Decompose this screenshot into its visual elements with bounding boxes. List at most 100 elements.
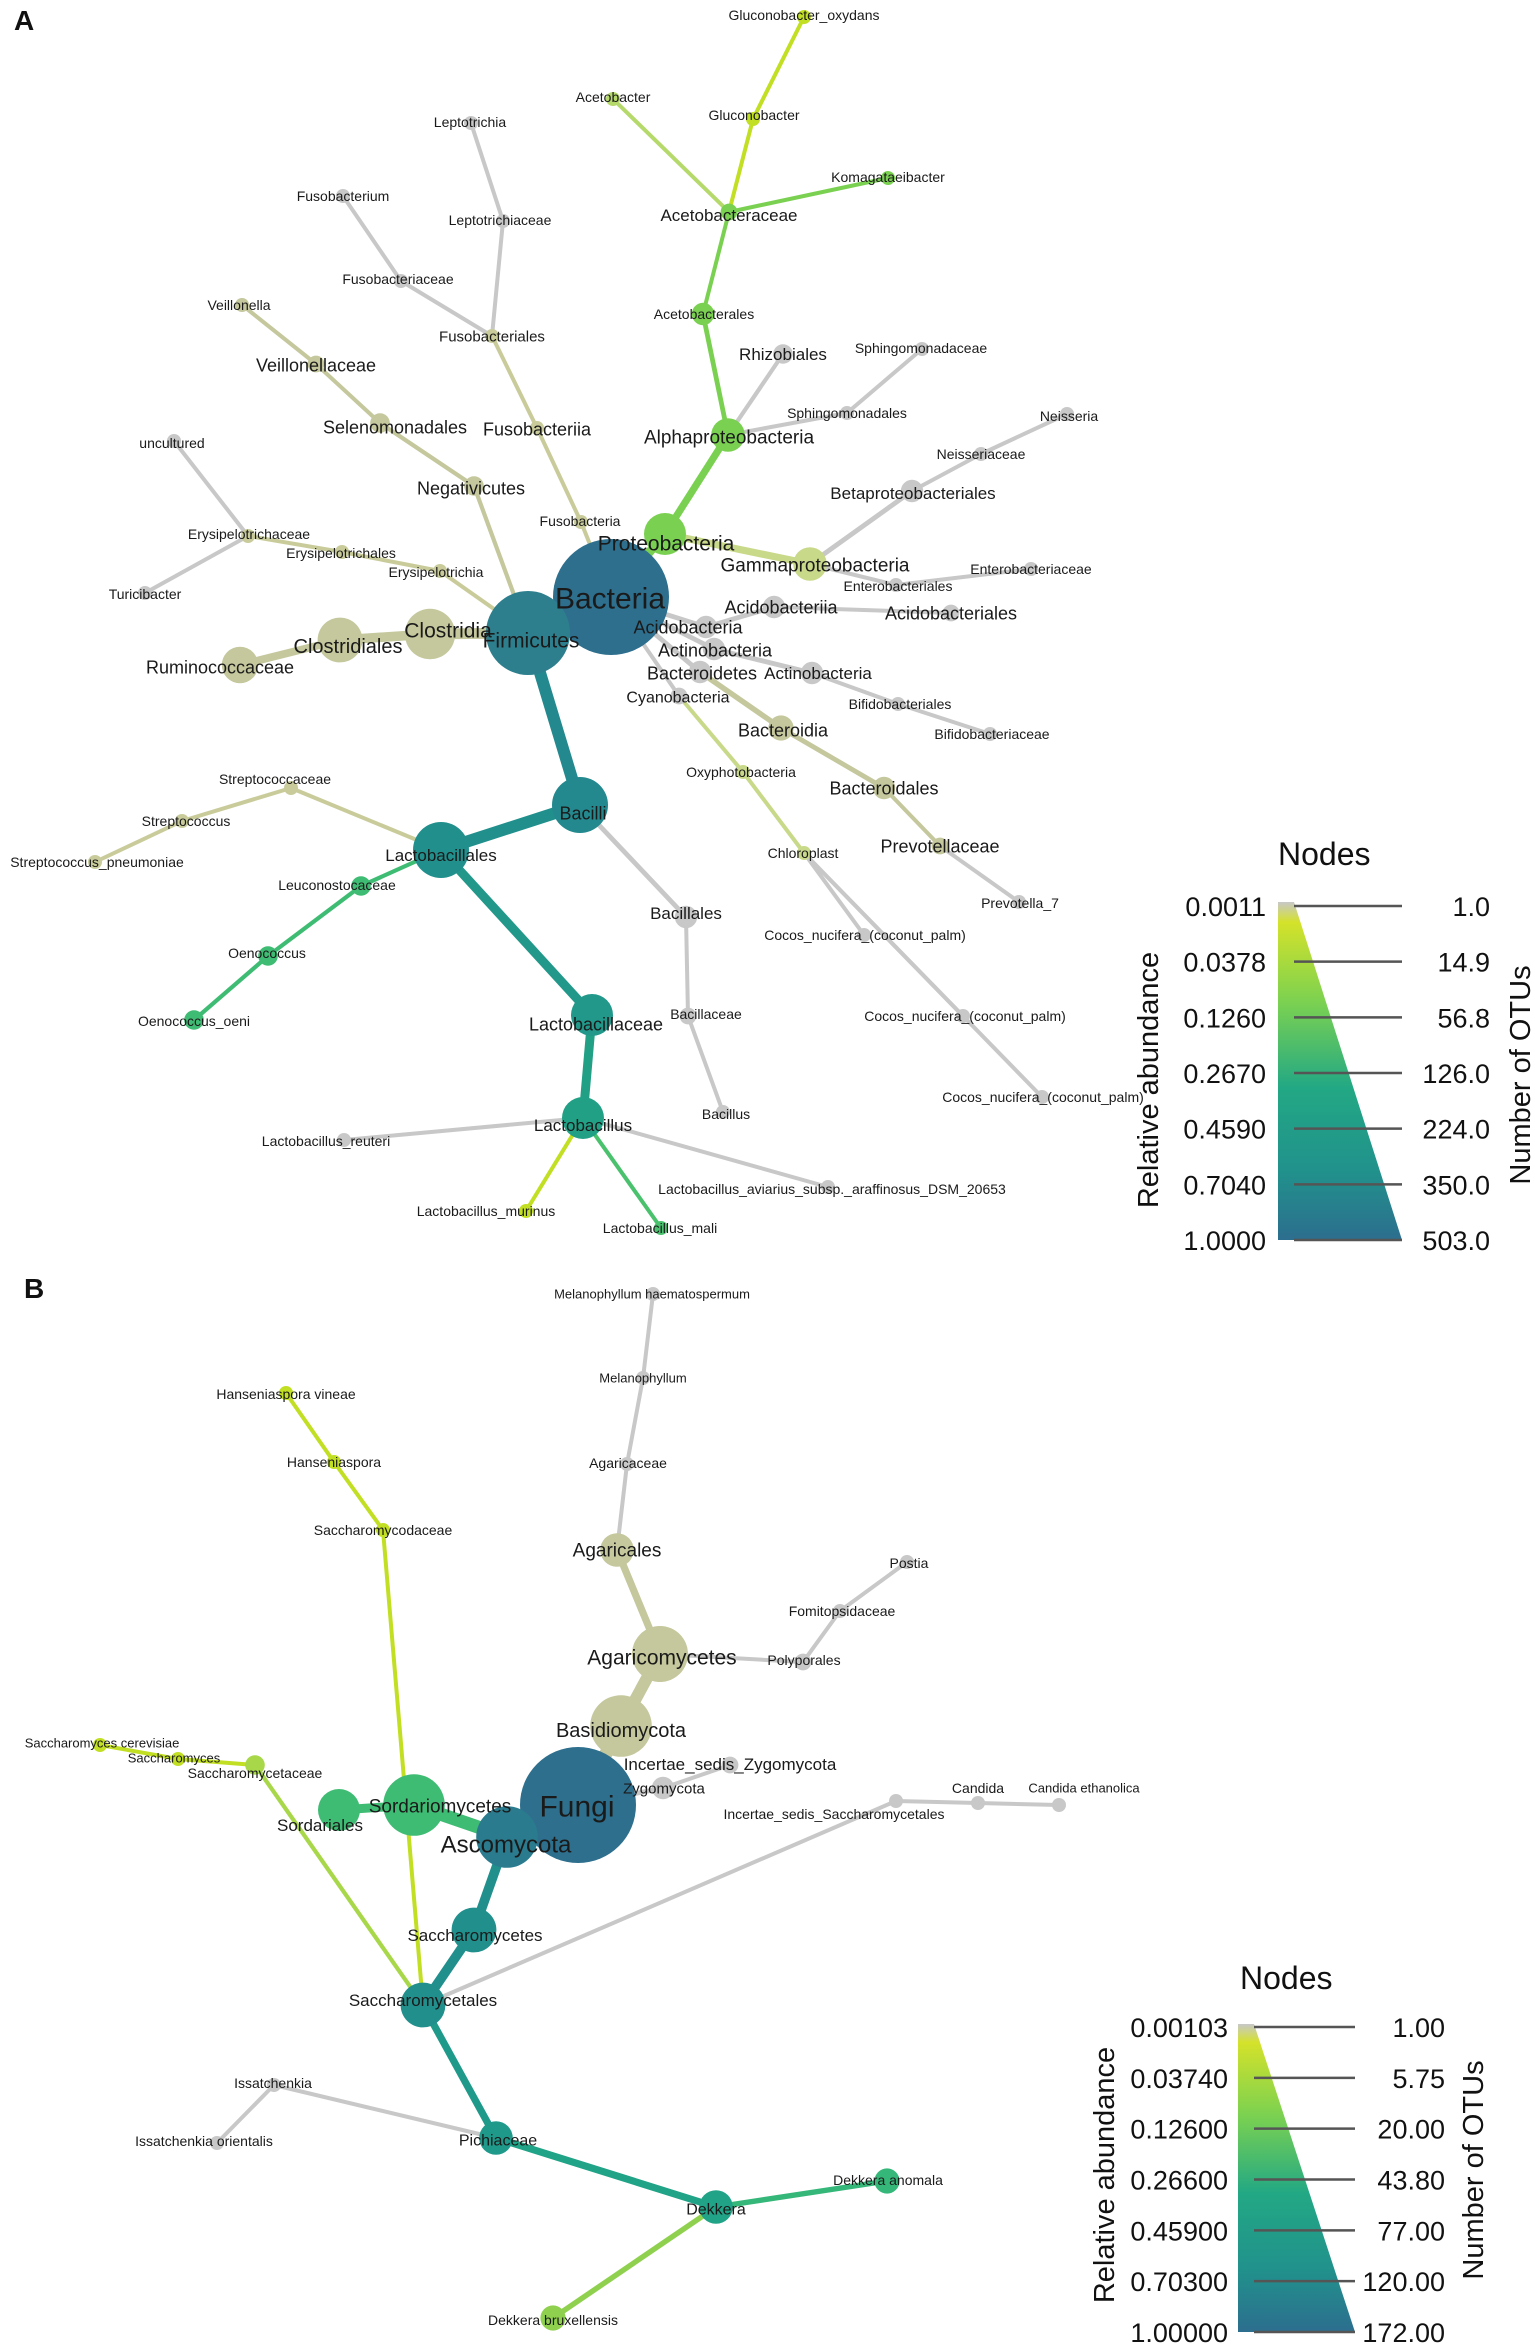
a-node-fusobacteriaceae [394, 274, 408, 288]
a-node-leptotrichiaceae [496, 214, 510, 228]
a-edge-erysipelotrichaceae-turicibacter [143, 534, 250, 595]
a-label-acetobacteraceae: Acetobacteraceae [660, 206, 797, 225]
a-label-s_pneumoniae: Streptococcus_pneumoniae [10, 854, 184, 870]
a-label-fusobacteriia: Fusobacteriia [483, 419, 592, 439]
a-label-acidobacteria: Acidobacteria [633, 617, 743, 637]
a-node-cocos1 [857, 928, 871, 942]
b-label-m_haematospermum: Melanophyllum haematospermum [554, 1287, 750, 1302]
a-node-bacillus [716, 1105, 730, 1119]
b-edge-zygomycota-incertae_zygo [661, 1763, 732, 1790]
a-label-gammaproteobacteria: Gammaproteobacteria [720, 556, 909, 577]
a-node-neisseria [1060, 407, 1074, 421]
a-node-cocos2 [956, 1009, 970, 1023]
b-edge-saccharomycetales-saccharomycetaceae [252, 1762, 426, 2008]
a-edge-prevotellaceae-prevotella_7 [938, 844, 1021, 904]
a-node-alphaproteobacteria [711, 418, 745, 452]
a-edge-neisseriaceae-neisseria [979, 412, 1069, 456]
b-label-zygomycota: Zygomycota [623, 1780, 705, 1797]
a-node-lactobacillus [562, 1097, 604, 1139]
a-label-actinobacteria: Actinobacteria [658, 640, 773, 660]
b-node-d_bruxellensis [540, 2305, 566, 2331]
a-node-betaproteobacteriales [900, 479, 924, 503]
legend-a-abundance-tick: 0.0011 [1185, 892, 1266, 922]
legend-a-otu-tick: 503.0 [1422, 1226, 1490, 1256]
a-label-negativicutes: Negativicutes [417, 478, 525, 498]
a-node-streptococcus [175, 814, 189, 828]
b-node-fungi [520, 1747, 636, 1863]
a-edge-bacillales-bacillaceae [684, 915, 690, 1018]
a-label-lactobacillales: Lactobacillales [385, 846, 497, 865]
a-label-clostridia: Clostridia [404, 619, 492, 642]
a-label-bifidobacteriaceae: Bifidobacteriaceae [934, 726, 1049, 742]
b-edge-hanseniaspora-h_vineae [284, 1391, 336, 1464]
legend-a-abundance-tick: 1.0000 [1183, 1226, 1266, 1256]
b-node-pichiaceae [479, 2121, 513, 2155]
b-node-sordariales [318, 1789, 360, 1831]
a-edge-chloroplast-cocos1 [802, 851, 866, 937]
b-label-incertae_sacch: Incertae_sedis_Saccharomycetales [723, 1806, 944, 1822]
a-label-neisseriaceae: Neisseriaceae [937, 446, 1026, 462]
a-edge-erysipelotrichia-erysipelotrichales [340, 550, 442, 573]
a-label-prevotellaceae: Prevotellaceae [880, 836, 999, 856]
a-edge-fusobacteriia-fusobacteriales [490, 334, 539, 430]
legend-b-wedge [1238, 2024, 1355, 2332]
a-label-turicibacter: Turicibacter [109, 586, 182, 602]
b-label-agaricomycetes: Agaricomycetes [587, 1646, 736, 1669]
a-edge-lactobacillus-l_reuteri [342, 1116, 585, 1142]
a-label-bacteroidia: Bacteroidia [738, 720, 829, 740]
a-edge-oxyphotobacteria-chloroplast [741, 770, 806, 855]
legend-b-otu-tick: 77.00 [1377, 2216, 1445, 2246]
b-label-d_bruxellensis: Dekkera bruxellensis [488, 2312, 618, 2328]
a-edge-lactobacillales-lactobacillaceae [436, 845, 597, 1020]
b-edge-saccharomycetaceae-saccharomyces [176, 1757, 257, 1767]
legend-a-otu-tick: 350.0 [1422, 1170, 1490, 1200]
legend-a-otu-tick: 1.0 [1452, 892, 1490, 922]
a-edge-alphaproteobacteria-sphingomonadales [726, 411, 849, 437]
a-label-bacteroidales: Bacteroidales [829, 778, 938, 798]
b-node-dekkera [699, 2190, 733, 2224]
a-node-lactobacillaceae [571, 994, 613, 1036]
a-label-bacteria: Bacteria [555, 583, 665, 616]
a-node-oenococcus [258, 946, 278, 966]
a-label-erysipelotrichaceae: Erysipelotrichaceae [188, 526, 310, 542]
b-label-incertae_zygo: Incertae_sedis_Zygomycota [624, 1755, 837, 1774]
a-node-enterobacteriales [889, 578, 903, 592]
a-node-veillonellaceae [307, 355, 325, 373]
a-edge-erysipelotrichaceae-uncultured [172, 439, 250, 538]
a-label-proteobacteria: Proteobacteria [598, 532, 735, 555]
a-edge-alphaproteobacteria-acetobacterales [700, 311, 731, 438]
a-edge-fusobacteriaceae-fusobacterium [341, 194, 403, 283]
b-label-agaricales: Agaricales [573, 1541, 662, 1562]
a-label-chloroplast: Chloroplast [768, 845, 839, 861]
legend-a-right-axis: Number of OTUs [1505, 965, 1535, 1184]
a-node-sphingomonadales [840, 406, 854, 420]
a-node-bacillales [674, 905, 698, 929]
a-edge-acetobacteraceae-acetobacter [611, 97, 731, 214]
a-label-l_murinus: Lactobacillus_murinus [417, 1203, 556, 1219]
a-label-lactobacillaceae: Lactobacillaceae [529, 1014, 663, 1034]
a-edge-veillonellaceae-veillonella [240, 303, 318, 366]
a-node-clostridia [404, 608, 456, 660]
b-label-dekkera: Dekkera [686, 2202, 746, 2219]
b-label-candida: Candida [952, 1780, 1004, 1796]
a-node-negativicutes [464, 476, 484, 496]
a-label-clostridiales: Clostridiales [294, 636, 403, 658]
a-edge-bifidobacteriales-bifidobacteriaceae [896, 702, 992, 736]
b-label-c_ethanolica: Candida ethanolica [1028, 1781, 1140, 1796]
b-node-zygomycota [651, 1776, 675, 1800]
a-edge-bacillaceae-bacillus [686, 1014, 725, 1114]
b-node-polyporales [794, 1653, 812, 1671]
b-node-melanophyllum [636, 1371, 650, 1385]
b-label-pichiaceae: Pichiaceae [459, 2133, 537, 2150]
a-node-bacteria [553, 539, 669, 655]
a-label-enterobacteriaceae: Enterobacteriaceae [970, 561, 1092, 577]
a-edge-betaproteobacteriales-neisseriaceae [910, 452, 983, 493]
b-label-fungi: Fungi [539, 1791, 614, 1824]
a-label-bacillaceae: Bacillaceae [670, 1006, 742, 1022]
a-edge-acetobacterales-acetobacteraceae [701, 210, 731, 316]
a-edge-sphingomonadales-sphingomonadaceae [845, 347, 924, 415]
a-label-streptococcus: Streptococcus [142, 813, 231, 829]
a-edge-leptotrichiaceae-leptotrichia [469, 121, 505, 223]
